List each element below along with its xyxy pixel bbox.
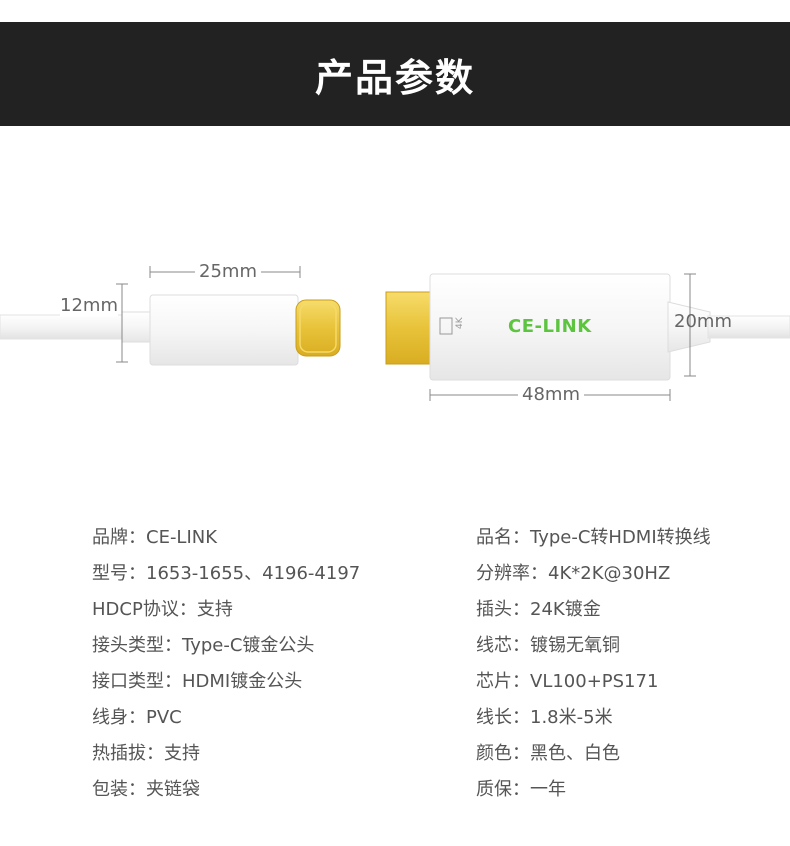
spec-jacket: 线身：PVC [92,707,182,728]
dim-typec-height-line [116,283,128,363]
spec-chip: 芯片：VL100+PS171 [476,671,659,692]
spec-length: 线长：1.8米-5米 [476,707,613,728]
spec-plug-type: 接头类型：Type-C镀金公头 [92,635,315,656]
spec-port-type: 接口类型：HDMI镀金公头 [92,671,303,692]
spec-column-left: 品牌：CE-LINK 型号：1653-1655、4196-4197 HDCP协议… [92,520,360,808]
dim-hdmi-height: 20mm [674,311,732,332]
header-banner: 产品参数 [0,22,790,126]
spec-resolution: 分辨率：4K*2K@30HZ [476,563,671,584]
spec-warranty: 质保：一年 [476,779,566,800]
brand-logo: CE-LINK [508,316,592,337]
spec-brand: 品牌：CE-LINK [92,527,218,548]
dim-typec-height: 12mm [60,295,118,316]
spec-model: 型号：1653-1655、4196-4197 [92,563,361,584]
spec-plating: 插头：24K镀金 [476,599,601,620]
spec-color: 颜色：黑色、白色 [476,743,620,764]
typec-cable [0,311,153,343]
dim-hdmi-height-line [684,273,696,377]
spec-packaging: 包装：夹链袋 [92,779,200,800]
spec-core: 线芯：镀锡无氧铜 [476,635,620,656]
spec-column-right: 品名：Type-C转HDMI转换线 分辨率：4K*2K@30HZ 插头：24K镀… [476,520,711,808]
spec-hotplug: 热插拔：支持 [92,743,200,764]
cable-drawing: 4K [0,266,790,401]
product-illustration: 4K 25mm 12mm 48mm [0,240,790,430]
svg-text:4K: 4K [455,316,465,329]
typec-connector [149,294,341,366]
spec-product-name: 品名：Type-C转HDMI转换线 [476,527,711,548]
dim-typec-length: 25mm [195,262,261,282]
hdmi-connector: 4K [385,273,790,381]
dim-hdmi-length: 48mm [518,385,584,405]
spec-hdcp: HDCP协议：支持 [92,599,233,620]
banner-title: 产品参数 [314,55,475,100]
